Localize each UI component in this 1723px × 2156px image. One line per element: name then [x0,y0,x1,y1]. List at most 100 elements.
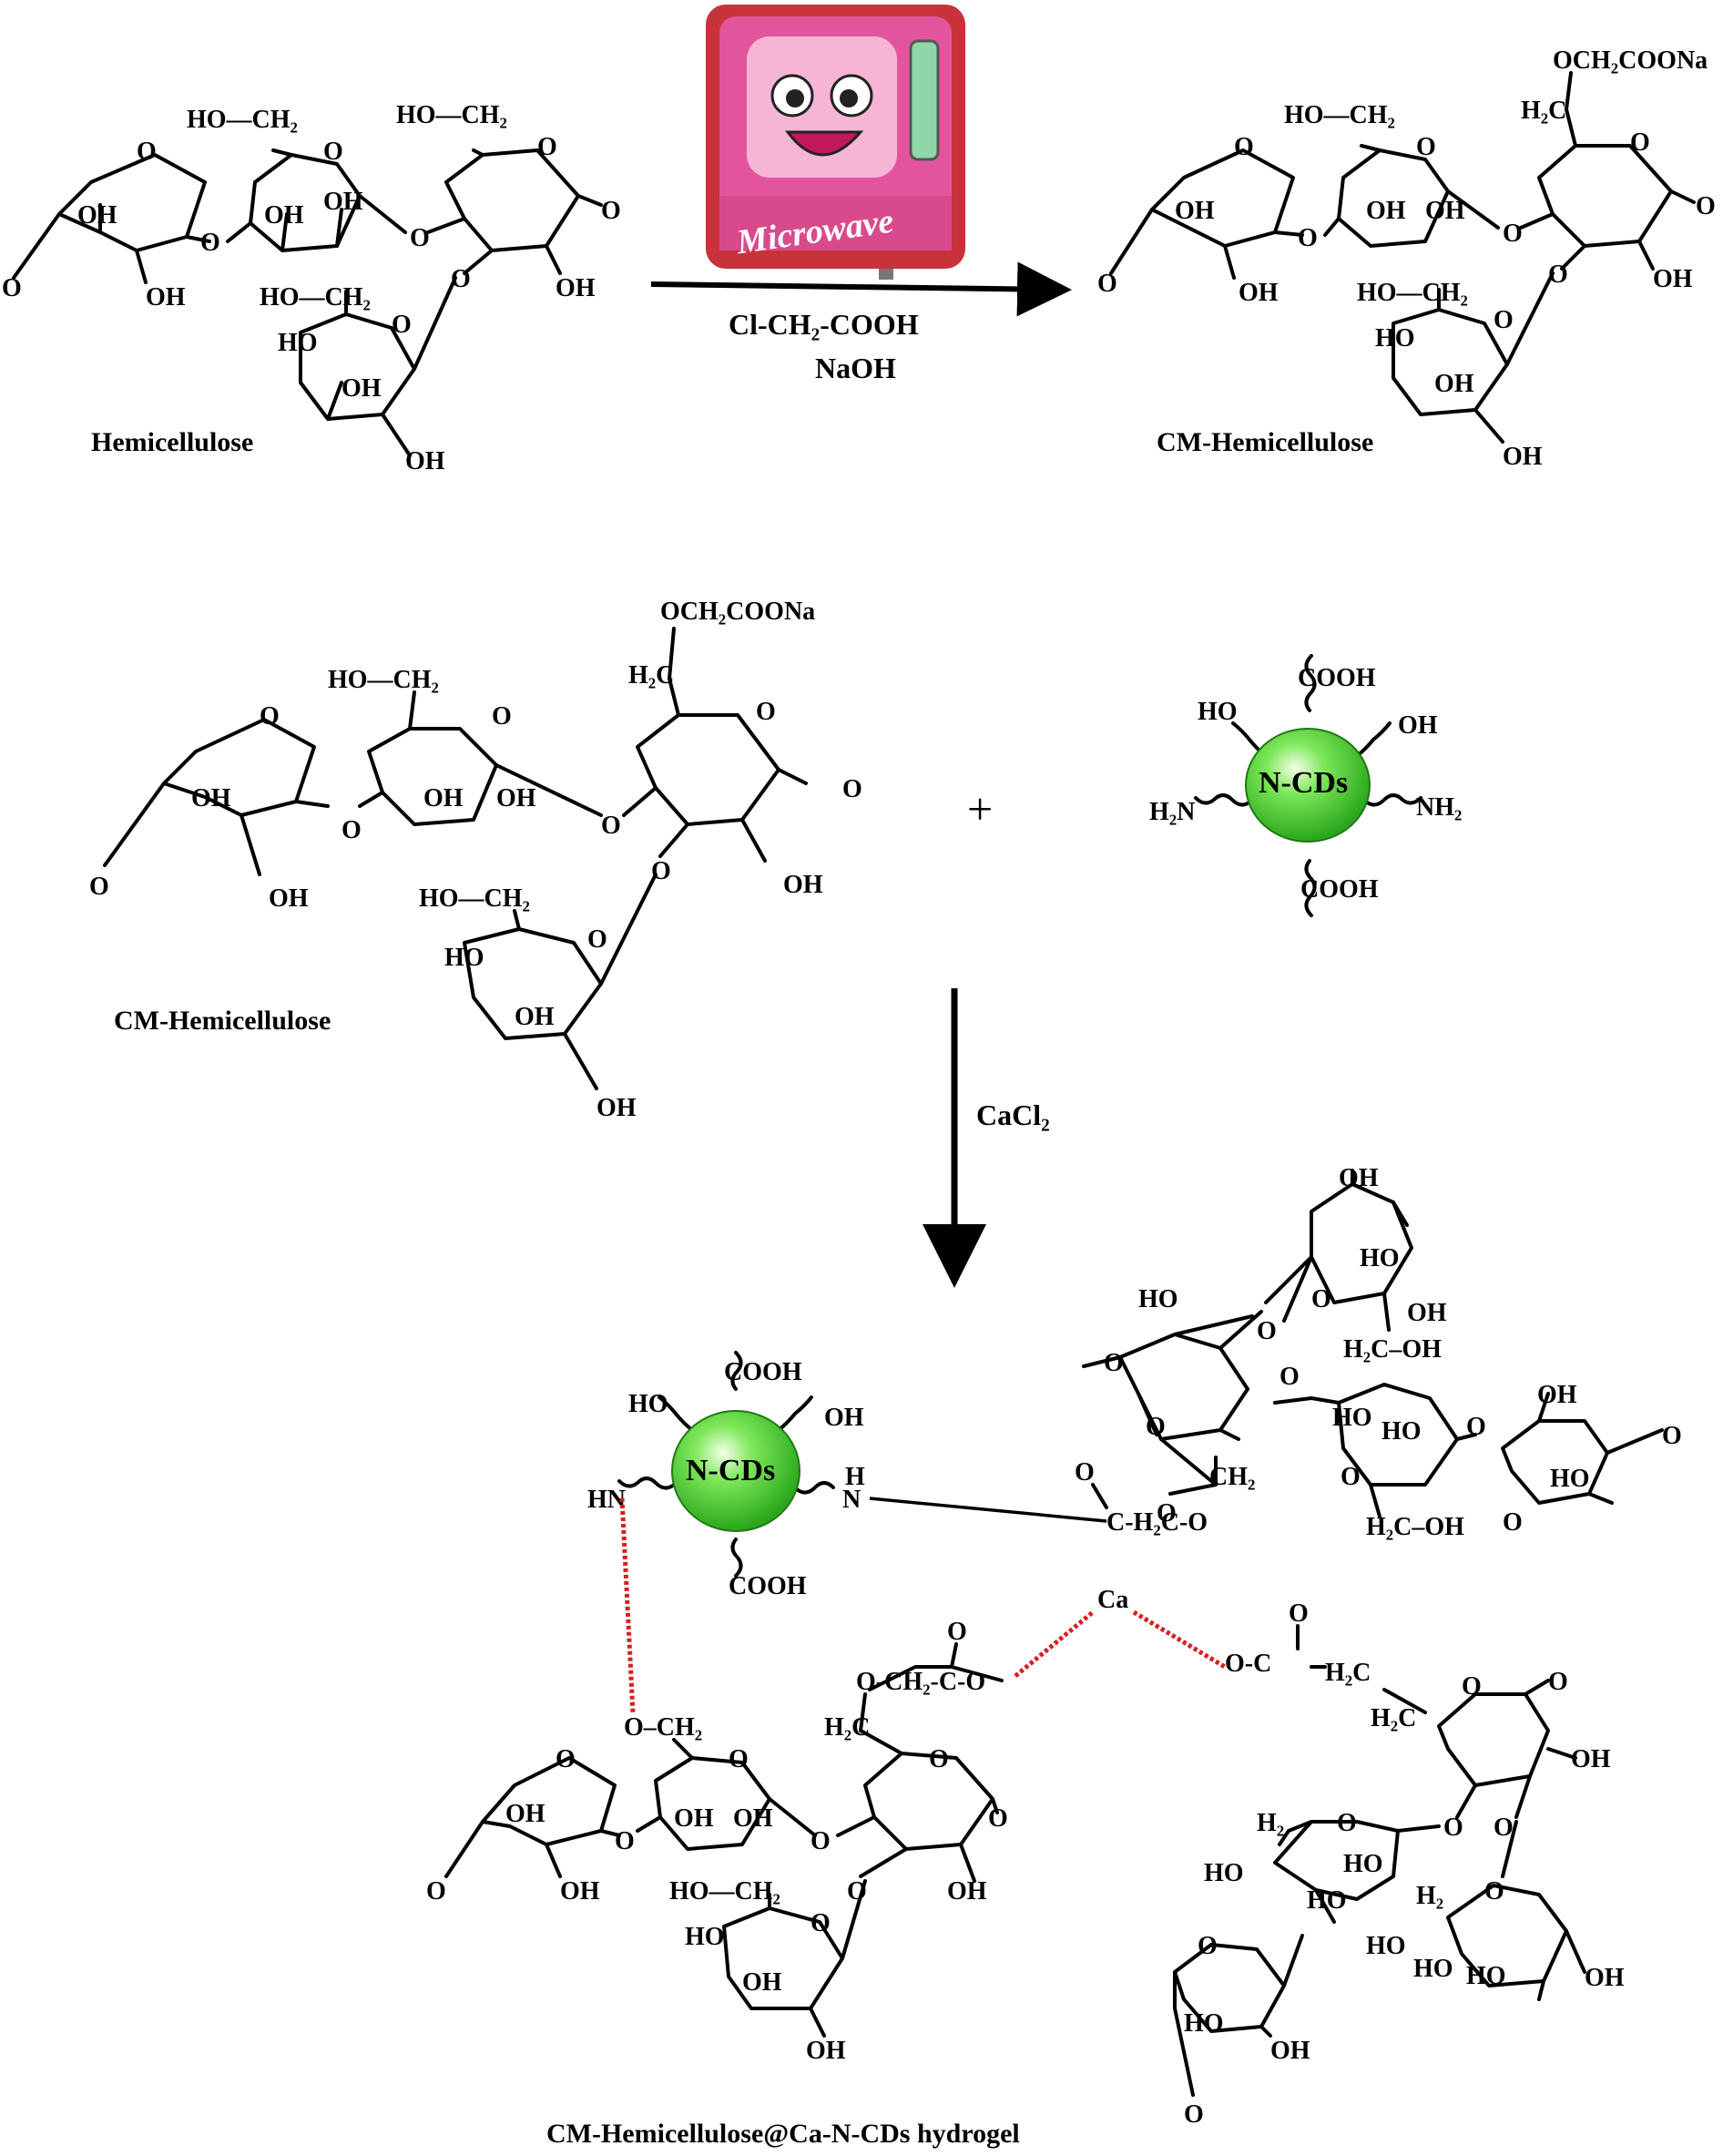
atom-hn: HN [587,1486,626,1514]
atom-o: O [1494,1814,1514,1842]
atom-och2coona: OCH₂COONa [1553,46,1708,75]
reagent-chloroacetic-acid: Cl-CH₂-COOH [729,308,919,341]
atom-o: O [1462,1672,1482,1701]
ncds-oh: OH [824,1404,864,1432]
atom-o: O [1341,1463,1361,1491]
hemicellulose-structure [12,148,603,457]
atom-oh: OH [596,1094,637,1122]
atom-ch2: CH₂ [1209,1463,1255,1491]
ncds-ho: HO [1198,698,1238,726]
atom-oh: OH [1175,197,1215,225]
atom-o: O [1484,1877,1504,1906]
hydrogel-upper-right-atoms: OH HO O OH H₂C–OH HO O O O O HO HO O H₂C… [1075,1164,1682,1541]
atom-o: O [1662,1422,1682,1450]
atom-oh: OH [191,784,231,812]
atom-o: O [1184,2100,1204,2129]
atom-o: O [426,1877,446,1906]
atom-ho-ch2: HO—CH₂ [187,106,298,134]
atom-ho-ch2: HO—CH₂ [328,666,439,694]
atom-c-h2c-o: C-H₂C-O [1106,1508,1208,1537]
plus-sign: + [967,783,993,834]
atom-o: O [1280,1363,1300,1391]
atom-o: O [492,702,512,731]
label-hydrogel: CM-Hemicellulose@Ca-N-CDs hydrogel [546,2119,1020,2149]
atom-o: O [1298,224,1318,252]
atom-o: O [1104,1349,1124,1377]
atom-o: O [1289,1599,1309,1628]
ncds-sphere [1245,728,1371,843]
atom-o-c: O-C [1225,1650,1271,1678]
atom-h2c: H₂C [1521,97,1566,125]
atom-o: O [342,816,362,844]
atom-o: O [556,1745,576,1773]
atom-h: H [845,1463,865,1491]
atom-o: O [1337,1809,1357,1837]
atom-o: O [200,229,220,257]
atom-ho: HO [1307,1886,1347,1915]
ncds-particle-middle: N-CDs COOH OH HO H₂N NH₂ COOH [1149,654,1462,917]
atom-oh: OH [674,1804,714,1833]
atom-oh: OH [342,374,382,403]
ncds-sphere [671,1410,800,1532]
atom-o: O [323,138,343,166]
atom-o: O [601,197,621,225]
atom-o: O [651,857,671,885]
atom-h2c-oh: H₂C–OH [1343,1335,1442,1364]
atom-oh: OH [1503,443,1543,471]
ionic-crosslink-right [1132,1609,1227,1670]
ncds-label: N-CDs [686,1454,775,1487]
reaction-arrow-1 [650,261,1072,317]
hydrogel-lower-right-atoms: H₂C O O OH O O H₂ HO O HO HO H₂ HO O HO … [1184,1668,1625,2129]
atom-ho: HO [1550,1465,1590,1493]
atom-oh: OH [505,1800,545,1828]
atom-o: O [947,1618,967,1646]
atom-o: O [1630,128,1650,157]
atom-oh: OH [560,1877,600,1906]
atom-o: O [1548,261,1568,289]
atom-o: O [1257,1317,1277,1345]
atom-oh: OH [947,1877,987,1906]
atom-oh: OH [496,784,536,812]
atom-o: O [756,698,776,726]
atom-o: O [1503,1508,1523,1537]
atom-oh: OH [1339,1164,1379,1192]
hydrogel-unit-lower-right [1173,1679,1586,2097]
ncds-cooh: COOH [724,1358,802,1386]
atom-ho: HO [1184,2009,1224,2038]
atom-h2c: H₂C [1371,1704,1416,1732]
atom-o: O [2,274,22,302]
cm-hemicellulose-structure-top [1109,71,1696,444]
ncds-particle-hydrogel: N-CDs COOH OH HO HN H N COOH [587,1351,865,1600]
atom-o: O [1234,133,1254,161]
atom-h2c-oh: H₂C–OH [1366,1513,1464,1541]
ncds-ho: HO [628,1390,668,1418]
atom-oh: OH [742,1968,782,1997]
atom-ho: HO [1375,324,1415,353]
atom-oh: OH [423,784,464,812]
atom-h2: H₂ [1416,1882,1443,1910]
atom-oh: OH [1407,1299,1447,1327]
atom-oh: OH [1239,279,1279,307]
atom-oh: OH [556,274,596,302]
atom-oh: OH [1434,370,1474,398]
atom-oh: OH [1585,1964,1625,1992]
atom-o: O [1548,1668,1568,1696]
atom-och2coona: OCH₂COONa [660,598,815,626]
atom-o: O [537,133,557,161]
atom-o: O [1097,270,1117,298]
cm-hemicellulose-structure-middle [103,627,808,1090]
amide-bond [869,1497,1107,1523]
atom-o: O [260,702,280,731]
atom-o: O [847,1877,867,1906]
atom-oh: OH [1653,265,1693,293]
atom-ho-ch2: HO—CH₂ [1284,101,1395,129]
atom-ho-ch2: HO—CH₂ [419,884,530,913]
hydrogen-bond-crosslink [619,1497,636,1713]
atom-o: O [587,925,607,954]
atom-ca: Ca [1097,1586,1128,1614]
atom-h2c: H₂C [628,661,674,690]
carboxylate-bond [1296,1624,1327,1669]
atom-o: O [601,812,621,840]
hydrogel-lower-left-atoms: O OH OH O O O–CH₂ O OH OH O H₂C O-CH₂-C-… [426,1618,1008,2065]
label-cm-hemicellulose-middle: CM-Hemicellulose [114,1006,331,1036]
